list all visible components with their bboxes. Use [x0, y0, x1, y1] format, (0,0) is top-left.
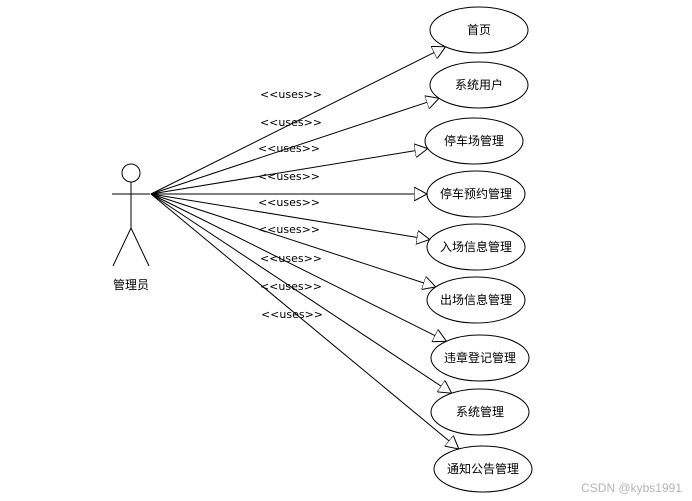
use-case-ellipse — [429, 61, 529, 109]
uses-label: <<uses>> — [260, 88, 322, 101]
use-case-ellipse — [426, 223, 526, 271]
uses-label: <<uses>> — [260, 280, 322, 293]
uses-label: <<uses>> — [260, 116, 322, 129]
uses-relation-line — [150, 193, 446, 341]
uses-label: <<uses>> — [258, 142, 320, 155]
use-case-label: 首页 — [467, 23, 491, 37]
uses-label: <<uses>> — [258, 170, 320, 183]
use-case-ellipse — [430, 334, 530, 382]
uses-relation-line — [150, 149, 428, 195]
watermark: CSDN @kybs1991 — [581, 481, 682, 495]
use-case-label: 系统用户 — [455, 77, 503, 92]
uses-label: <<uses>> — [258, 223, 320, 236]
uses-label: <<uses>> — [260, 252, 322, 265]
use-case-label: 停车场管理 — [444, 133, 504, 148]
actor: 管理员 — [112, 163, 150, 292]
use-case-ellipse — [430, 388, 530, 436]
use-case-ellipse — [426, 170, 526, 218]
uses-relation-line — [150, 193, 436, 287]
uses-relation-line — [150, 193, 452, 393]
uses-label: <<uses>> — [258, 196, 320, 209]
uses-relation-line — [150, 98, 439, 195]
use-cases: 首页系统用户停车场管理停车预约管理入场信息管理出场信息管理违章登记管理系统管理通… — [424, 6, 533, 493]
use-case-ellipse — [426, 276, 526, 324]
use-case-ellipse — [433, 445, 533, 493]
relations: <<uses>> <<uses>> <<uses>> <<uses>> <<uses>>… — [150, 47, 459, 449]
use-case-label: 入场信息管理 — [440, 239, 512, 254]
uses-label: <<uses>> — [261, 308, 323, 321]
uses-relation-line — [150, 47, 446, 195]
actor-label: 管理员 — [113, 277, 149, 292]
use-case-ellipse — [424, 117, 524, 165]
use-case-label: 违章登记管理 — [444, 350, 516, 365]
uses-relation-line — [150, 193, 459, 449]
use-case-ellipse — [429, 6, 529, 54]
use-case-label: 通知公告管理 — [447, 461, 519, 476]
use-case-label: 系统管理 — [456, 404, 504, 419]
actor-left-leg — [112, 227, 132, 267]
uses-relation-line — [150, 193, 430, 240]
actor-right-leg — [130, 227, 150, 267]
use-case-label: 出场信息管理 — [440, 292, 512, 307]
actor-head — [121, 163, 141, 183]
use-case-label: 停车预约管理 — [440, 186, 512, 201]
